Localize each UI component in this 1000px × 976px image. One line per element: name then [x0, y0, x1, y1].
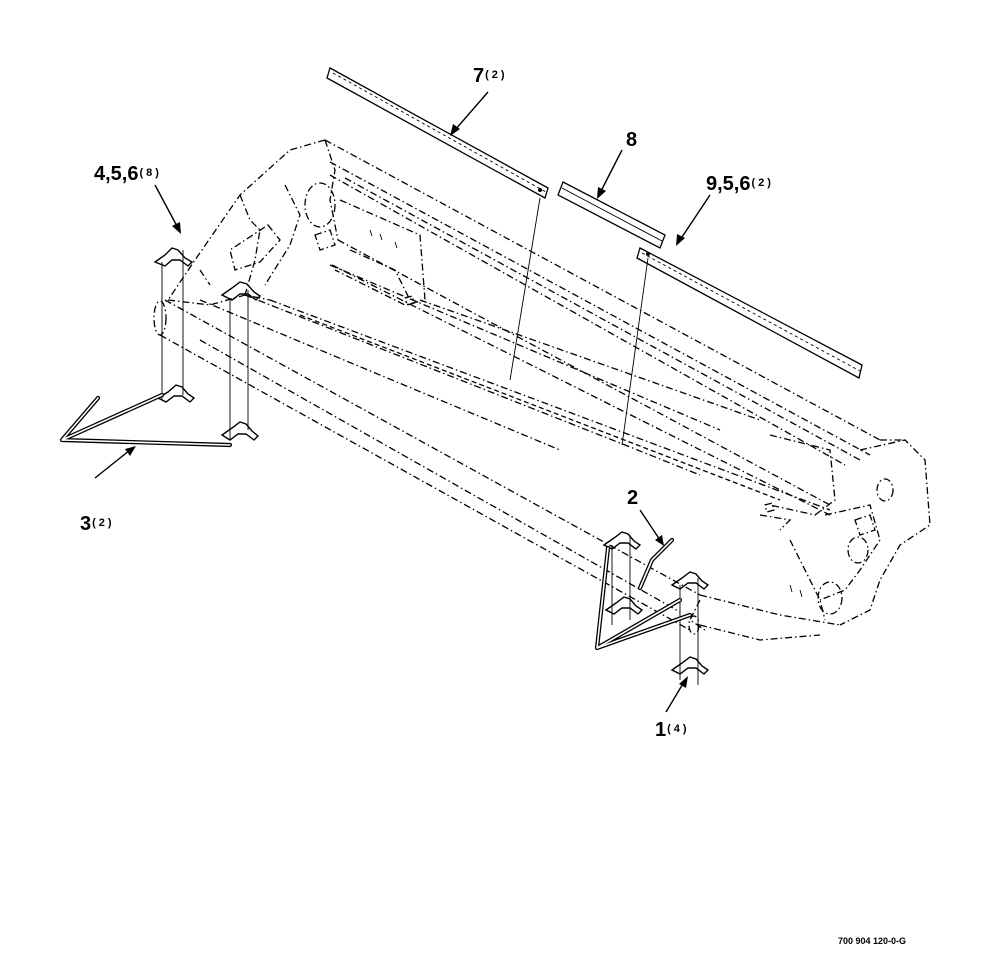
leader-arrows [94, 91, 711, 713]
callout-1-qty: (4) [667, 723, 690, 735]
callout-7: 7(2) [473, 66, 508, 86]
callout-3: 3(2) [80, 514, 115, 534]
callout-1-number: 1 [655, 719, 667, 741]
callout-8: 8 [626, 130, 637, 150]
callout-2: 2 [627, 488, 638, 508]
callout-7-qty: (2) [485, 69, 508, 81]
callout-9-5-6: 9,5,6(2) [706, 174, 774, 194]
part-8-splice-bar [557, 181, 666, 249]
header-frame [153, 139, 931, 641]
clamp-group-left [153, 247, 262, 441]
callout-4-5-6: 4,5,6(8) [94, 164, 162, 184]
callout-7-number: 7 [473, 65, 485, 87]
callout-9-5-6-qty: (2) [751, 177, 774, 189]
part-2-rod [637, 537, 675, 591]
clamp-group-right [602, 531, 710, 675]
callout-1: 1(4) [655, 720, 690, 740]
callout-3-qty: (2) [92, 517, 115, 529]
callout-4-5-6-number: 4,5,6 [94, 163, 139, 185]
callout-9-5-6-number: 9,5,6 [706, 173, 751, 195]
part-3-rod-left [59, 392, 233, 448]
part-3-rod-right [594, 545, 693, 651]
part-7-strip-right [636, 247, 863, 379]
callout-8-number: 8 [626, 129, 638, 151]
part-7-strip [326, 67, 549, 199]
callout-3-number: 3 [80, 513, 92, 535]
callout-4-5-6-qty: (8) [139, 167, 162, 179]
drawing-number: 700 904 120-0-G [838, 936, 907, 946]
callout-2-number: 2 [627, 487, 639, 509]
